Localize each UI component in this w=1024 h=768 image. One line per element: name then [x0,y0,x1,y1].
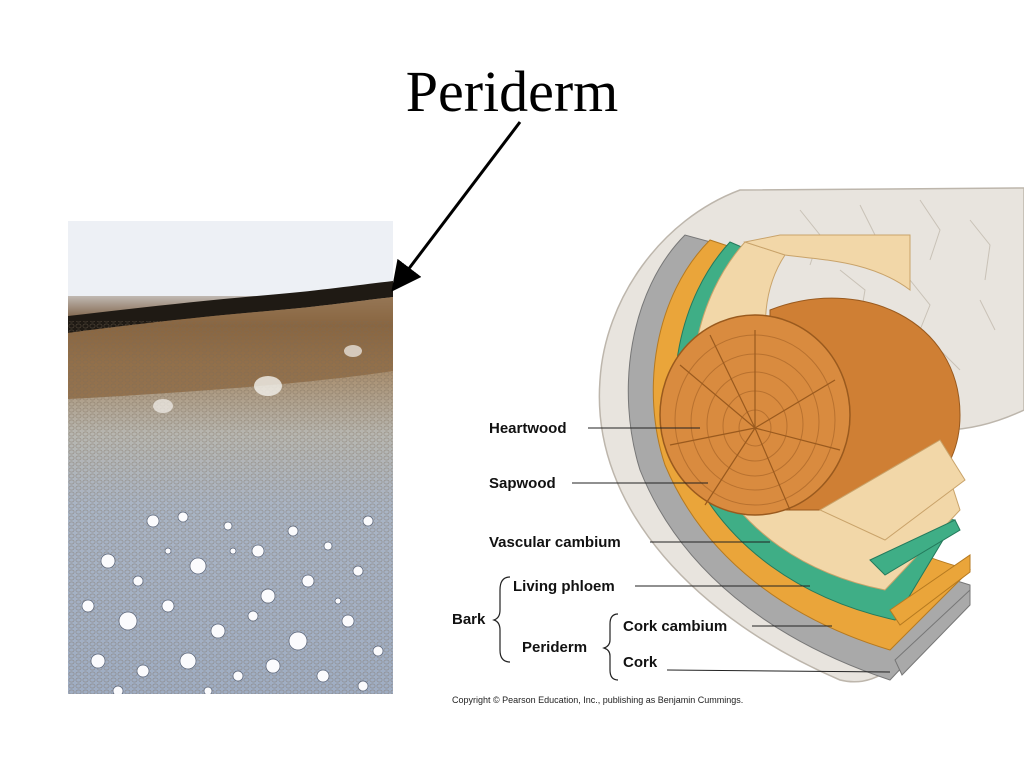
label-cork-cambium: Cork cambium [623,618,728,635]
label-living-phloem: Living phloem [513,578,615,595]
label-cork: Cork [623,654,658,671]
tree-trunk-diagram: Heartwood Sapwood Vascular cambium Livin… [440,180,1024,700]
trunk-illustration [598,187,1024,683]
sapwood-slab-shape [818,439,966,541]
label-heartwood: Heartwood [489,420,567,437]
micrograph-image [68,221,393,694]
stem-micrograph [68,221,393,694]
slide-title: Periderm [405,59,619,124]
label-sapwood: Sapwood [489,475,556,492]
label-periderm: Periderm [522,639,588,656]
label-vascular-cambium: Vascular cambium [489,534,621,551]
label-bark: Bark [452,611,486,628]
copyright-notice: Copyright © Pearson Education, Inc., pub… [452,695,744,705]
